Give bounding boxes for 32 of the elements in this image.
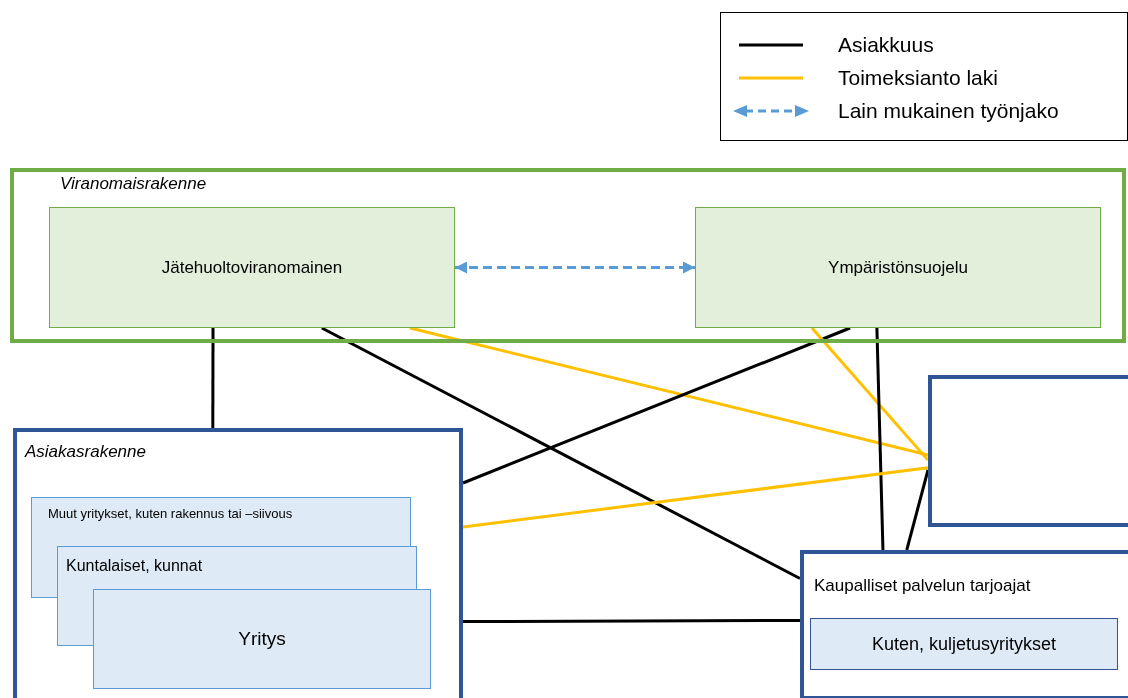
stacked-card xyxy=(57,546,417,589)
legend-label: Lain mukainen työnjako xyxy=(838,99,1059,123)
node-label: Kaupalliset palvelun tarjoajat xyxy=(814,576,1031,596)
connector-line xyxy=(321,326,801,580)
node-label: Kuntalaiset, kunnat xyxy=(66,557,203,575)
group-frame xyxy=(800,550,1128,698)
group-heading: Viranomaisrakenne xyxy=(60,174,207,194)
node-label: Kuten, kuljetusyritykset xyxy=(870,633,1058,655)
connector-line xyxy=(875,327,885,551)
node-label: Jätehuoltoviranomainen xyxy=(160,257,344,278)
empty-box xyxy=(928,375,1128,527)
connector-line xyxy=(810,327,930,462)
stacked-card xyxy=(31,497,411,546)
group-frame xyxy=(13,428,463,698)
connector-line xyxy=(462,326,851,485)
connector-line xyxy=(462,466,929,529)
connector-line xyxy=(211,328,215,428)
node-label: Ympäristönsuojelu xyxy=(827,257,969,278)
double-arrow xyxy=(455,261,695,274)
process-box xyxy=(49,207,455,328)
stacked-card xyxy=(93,589,431,689)
connector-line xyxy=(409,326,929,457)
process-box xyxy=(810,618,1118,670)
legend-label: Toimeksianto laki xyxy=(838,66,998,90)
node-label: Yritys xyxy=(237,628,287,650)
process-box xyxy=(695,207,1101,328)
group-heading: Asiakasrakenne xyxy=(25,442,146,462)
legend-label: Asiakkuus xyxy=(838,33,934,57)
node-label: Muut yritykset, kuten rakennus tai –siivous xyxy=(48,506,293,521)
connector-line xyxy=(905,469,930,551)
group-frame xyxy=(10,168,1126,343)
connector-line xyxy=(463,619,800,624)
